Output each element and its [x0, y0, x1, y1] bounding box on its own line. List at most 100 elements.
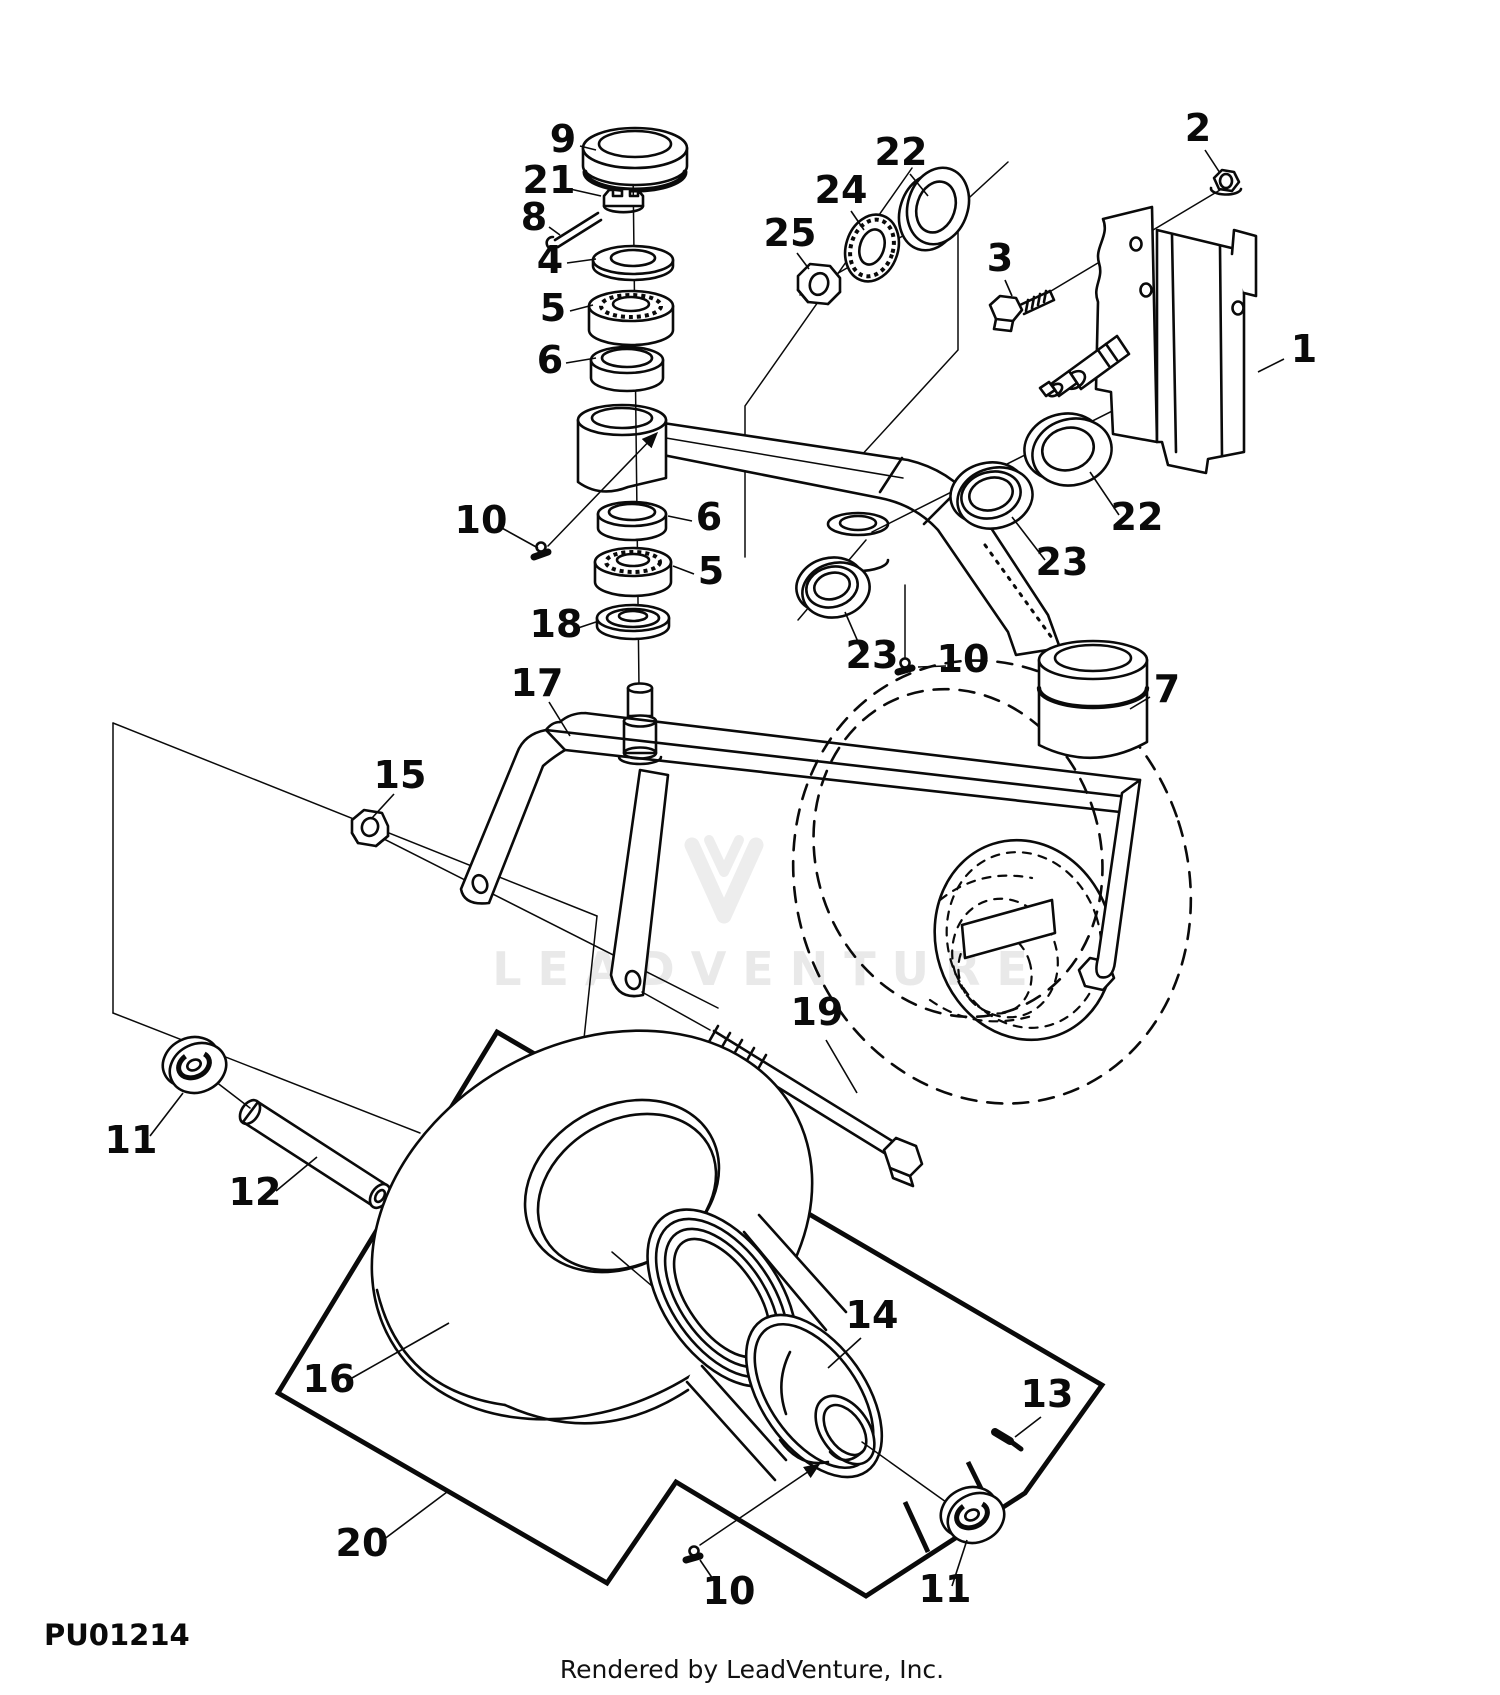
diagram-code: PU01214 [44, 1618, 190, 1652]
callout-label-24: 24 [815, 168, 868, 212]
part-15-nut [350, 808, 390, 848]
part-5-bearing-lower [593, 546, 673, 598]
pointer-arrows [547, 431, 821, 1546]
callout-leader-25 [796, 252, 810, 270]
callout-label-23: 23 [846, 633, 899, 677]
callout-leader-12 [275, 1156, 318, 1192]
part-4-washer [591, 244, 675, 282]
callout-label-12: 12 [229, 1170, 282, 1214]
callout-leader-20 [382, 1491, 448, 1541]
callout-label-22: 22 [1111, 495, 1164, 539]
callout-label-16: 16 [303, 1357, 356, 1401]
callout-leader-10 [917, 665, 947, 668]
callout-leader-10 [699, 1559, 720, 1589]
callout-label-20: 20 [336, 1521, 389, 1565]
callout-leader-16 [351, 1322, 450, 1379]
callout-leader-23 [1011, 516, 1046, 561]
callout-leader-3 [1004, 279, 1013, 297]
callout-leader-8 [548, 226, 561, 236]
part-22-seal-top [897, 166, 971, 252]
callout-label-19: 19 [791, 990, 844, 1034]
assembled-wheel-phantom [791, 659, 1193, 1105]
callout-leader-11 [149, 1092, 184, 1137]
part-22-seal-right [1023, 412, 1113, 487]
callout-leader-18 [577, 621, 597, 629]
part-13-valve-stem [991, 1428, 1024, 1452]
callout-leader-5 [672, 565, 695, 575]
part-18-seal [595, 603, 671, 641]
callout-label-23: 23 [1036, 540, 1089, 584]
part-1-bracket [988, 168, 1258, 475]
callout-leader-24 [850, 210, 865, 231]
part-6-ring-upper [589, 345, 665, 393]
callout-label-11: 11 [919, 1567, 972, 1611]
callout-leader-19 [825, 1039, 858, 1094]
callout-leader-9 [579, 145, 597, 151]
callout-label-2: 2 [1185, 106, 1211, 150]
callout-label-10: 10 [455, 498, 508, 542]
footer-credit: Rendered by LeadVenture, Inc. [560, 1655, 944, 1684]
part-7-hub-tube [1036, 639, 1150, 760]
part-23-bearing-left [795, 556, 871, 619]
callout-label-5: 5 [540, 286, 566, 330]
callout-label-10: 10 [703, 1569, 756, 1613]
callout-leader-10 [499, 526, 539, 549]
callout-leader-6 [667, 515, 693, 522]
part-11-bearing-left [161, 1035, 228, 1095]
callout-leader-5 [569, 304, 594, 312]
part-17-fork [350, 711, 1142, 1188]
callout-label-9: 9 [550, 117, 576, 161]
part-11-bearing-bottom [939, 1485, 1006, 1545]
callout-label-8: 8 [521, 195, 547, 239]
pivot-hardware [795, 166, 1151, 621]
callout-label-25: 25 [764, 211, 817, 255]
part-21-castle-nut [602, 187, 645, 214]
callout-label-21: 21 [523, 158, 576, 202]
part-14-rim-hub [646, 1208, 1024, 1564]
callout-label-18: 18 [530, 602, 583, 646]
part-23-bearing-right [949, 461, 1034, 530]
callout-label-11: 11 [105, 1118, 158, 1162]
callout-label-7: 7 [1154, 667, 1180, 711]
part-5-bearing-upper [587, 289, 675, 347]
callout-label-14: 14 [846, 1293, 899, 1337]
callout-label-1: 1 [1291, 327, 1317, 371]
part-25-nut [796, 262, 842, 306]
callout-leader-6 [565, 357, 597, 364]
callout-label-3: 3 [987, 236, 1013, 280]
callout-label-10: 10 [937, 637, 990, 681]
callout-label-5: 5 [698, 549, 724, 593]
callout-label-6: 6 [696, 495, 722, 539]
callout-leader-7 [1129, 696, 1151, 710]
callout-leader-13 [1014, 1416, 1042, 1438]
callout-leader-22 [1089, 471, 1120, 516]
part-8-cotter-pin [545, 211, 603, 251]
caster-arm [576, 403, 1150, 760]
callout-leader-4 [566, 258, 597, 264]
callout-leader-23 [844, 611, 863, 652]
callout-label-17: 17 [511, 661, 564, 705]
part-3-bolt [988, 289, 1056, 333]
callout-label-6: 6 [537, 338, 563, 382]
callout-leader-2 [1204, 149, 1221, 174]
callout-label-4: 4 [537, 238, 563, 282]
part-10-grease-fitting-arm [894, 657, 916, 676]
callout-label-13: 13 [1021, 1372, 1074, 1416]
bracket-spindle [1038, 334, 1131, 398]
callout-leader-21 [569, 188, 602, 197]
watermark-text: LEADVENTURE [492, 942, 1044, 996]
callout-label-22: 22 [875, 130, 928, 174]
part-19-axle-bolt [641, 991, 924, 1188]
part-24-lock-washer [843, 213, 901, 283]
callout-leader-17 [548, 701, 571, 737]
part-10-grease-fitting-spindle [530, 541, 552, 561]
fork-spindle [617, 682, 663, 766]
callout-leader-11 [951, 1539, 968, 1587]
part-9-cap [581, 126, 689, 193]
callout-label-15: 15 [374, 753, 427, 797]
callout-leader-15 [371, 793, 395, 819]
part-10-grease-fitting-hub [682, 1545, 704, 1564]
